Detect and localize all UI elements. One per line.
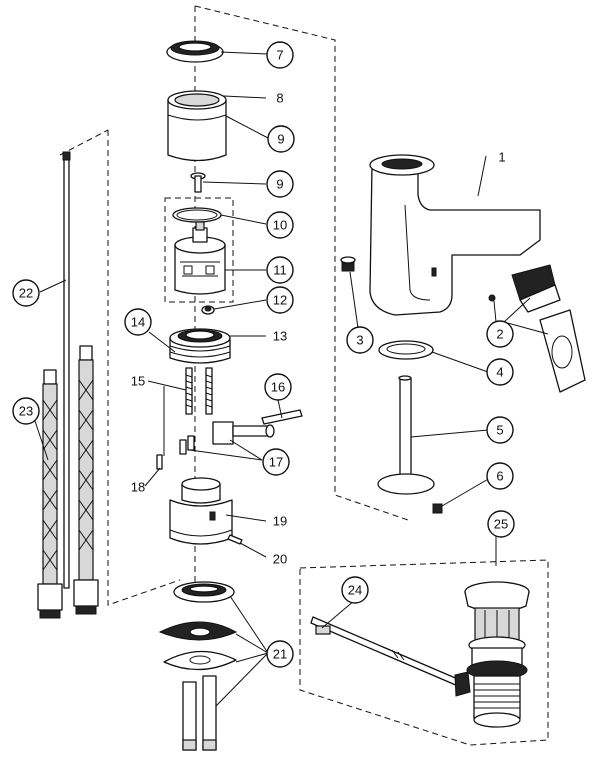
- callout-21-label: 21: [273, 647, 287, 662]
- callout-17: 17: [262, 448, 290, 476]
- callout-19: 19: [273, 514, 287, 529]
- callout-5-label: 5: [496, 423, 503, 438]
- callout-11-label: 11: [273, 263, 287, 278]
- callout-11: 11: [266, 256, 294, 284]
- callout-18: 18: [131, 480, 145, 495]
- callout-23-label: 23: [19, 404, 33, 419]
- callout-2-label: 2: [496, 327, 503, 342]
- callout-9-lower-label: 10: [273, 218, 287, 233]
- part-1-tap-body: [369, 154, 541, 316]
- callout-20-label: 20: [273, 552, 287, 567]
- part-21-fixings: [158, 581, 238, 751]
- part-17-fittings: [179, 421, 275, 455]
- callout-14-label: 14: [131, 315, 145, 330]
- callout-3-label: 3: [356, 333, 363, 348]
- callout-13: 13: [273, 329, 287, 344]
- callouts: 7 8 9 9 10 11 12 13 14: [12, 41, 515, 668]
- part-6-screw: [432, 503, 443, 514]
- callout-1: 1: [498, 150, 505, 165]
- part-11-cartridge: [174, 221, 226, 295]
- callout-7-label: 7: [276, 48, 283, 63]
- part-19-mount: [169, 477, 233, 545]
- callout-22: 22: [12, 279, 40, 307]
- part-7-ring: [166, 40, 224, 63]
- part-24-lever: [310, 616, 461, 687]
- part-12-nut: [201, 305, 215, 315]
- part-25-waste: [454, 581, 530, 728]
- callout-3: 3: [346, 326, 374, 354]
- callout-21: 21: [266, 640, 294, 668]
- callout-18-label: 18: [131, 480, 145, 495]
- callout-6: 6: [486, 462, 514, 490]
- callout-10: 9: [266, 170, 294, 198]
- callout-7: 7: [266, 41, 294, 69]
- callout-15: 15: [131, 374, 145, 389]
- callout-4: 4: [486, 358, 514, 386]
- callout-16: 16: [264, 373, 292, 401]
- part-18-pin: [156, 454, 163, 470]
- callout-24: 24: [341, 576, 369, 604]
- part-4-washer: [378, 340, 434, 360]
- part-22-rod: [62, 151, 71, 589]
- callout-1-label: 1: [498, 150, 505, 165]
- callout-14: 14: [124, 308, 152, 336]
- callout-2: 2: [486, 320, 514, 348]
- callout-9-upper: 9: [267, 125, 295, 153]
- callout-17-label: 17: [269, 455, 283, 470]
- callout-12-label: 12: [273, 293, 287, 308]
- callout-22-label: 22: [19, 286, 33, 301]
- part-10-screw: [190, 172, 206, 193]
- part-2-sensor: [488, 264, 586, 393]
- callout-9-lower: 10: [266, 211, 294, 239]
- callout-25-label: 25: [494, 517, 508, 532]
- callout-24-label: 24: [348, 583, 362, 598]
- part-13-body: [169, 328, 231, 364]
- callout-20: 20: [273, 552, 287, 567]
- callout-6-label: 6: [496, 469, 503, 484]
- callout-9-upper-label: 9: [277, 132, 284, 147]
- part-23-hoses: [37, 345, 99, 619]
- callout-23: 23: [12, 397, 40, 425]
- part-15-studs: [185, 367, 213, 415]
- callout-8-label: 8: [276, 91, 283, 106]
- part-8-sleeve: [167, 90, 227, 162]
- callout-4-label: 4: [496, 365, 503, 380]
- callout-16-label: 16: [271, 380, 285, 395]
- leader-lines: [31, 51, 549, 707]
- callout-8: 8: [276, 91, 283, 106]
- part-20-screw: [227, 534, 243, 545]
- callout-15-label: 15: [131, 374, 145, 389]
- part-5-stem: [377, 375, 435, 495]
- callout-19-label: 19: [273, 514, 287, 529]
- part-3-screw: [340, 256, 356, 272]
- callout-25: 25: [487, 510, 515, 538]
- callout-13-label: 13: [273, 329, 287, 344]
- callout-12: 12: [266, 286, 294, 314]
- callout-10-label: 9: [276, 177, 283, 192]
- part-9-o-ring: [172, 207, 222, 223]
- callout-5: 5: [486, 416, 514, 444]
